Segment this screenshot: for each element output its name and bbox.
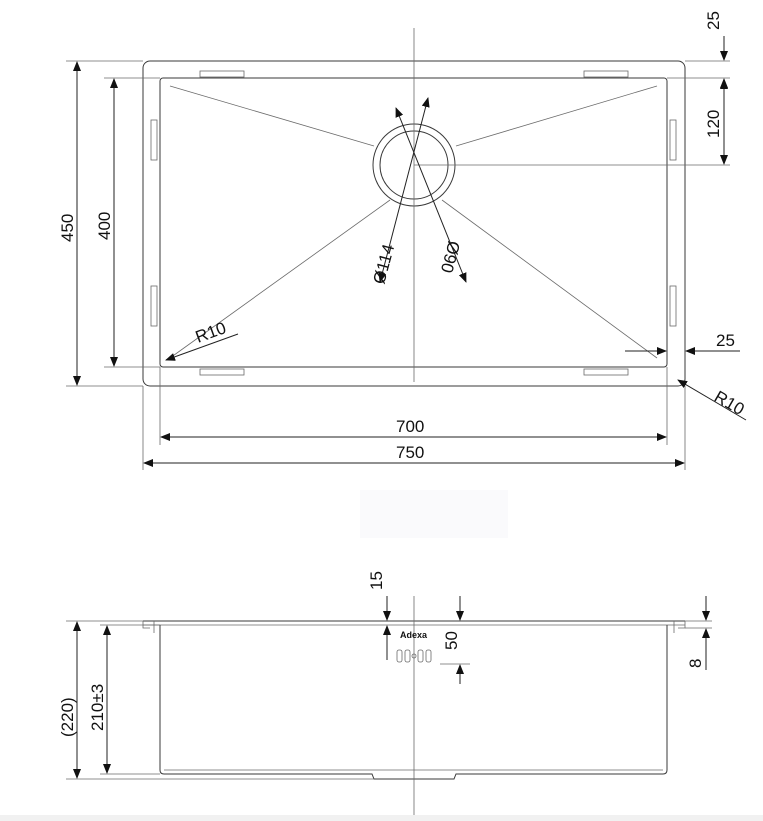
side-bowl-outline (159, 625, 668, 780)
dim-450-label: 450 (58, 214, 77, 242)
inner-bowl-outline (159, 77, 668, 368)
top-view: Ø114 Ø90 450 400 25 120 R10 25 R10 (58, 11, 748, 470)
dim-8-label: 8 (686, 659, 705, 668)
dim-700-label: 700 (396, 417, 424, 436)
dim-220-label: (220) (58, 697, 77, 737)
r10-outer-leader (677, 379, 747, 421)
dim-25-top-label: 25 (704, 11, 723, 30)
dia90-label: Ø90 (437, 239, 464, 275)
blank-panel (360, 490, 508, 538)
slope-lines (169, 85, 658, 359)
dim-50-label: 50 (442, 631, 461, 650)
r10-inner-label: R10 (193, 318, 229, 347)
brand-logo-text: Adexa (400, 630, 428, 640)
dim-400-label: 400 (95, 212, 114, 240)
dim-25-side-label: 25 (716, 331, 735, 350)
dia90-leader (395, 107, 467, 283)
dim-120-label: 120 (704, 110, 723, 138)
dim-750-label: 750 (396, 443, 424, 462)
dim-15-label: 15 (367, 571, 386, 590)
side-view: Adexa 15 50 8 (220) 210±3 (58, 571, 712, 815)
dim-210-label: 210±3 (88, 684, 107, 731)
dia114-label: Ø114 (370, 242, 399, 286)
overflow-slots (396, 649, 432, 663)
bottom-strip (0, 815, 763, 821)
r10-outer-label: R10 (711, 387, 748, 419)
r10-inner-leader (165, 333, 239, 361)
mounting-clips (150, 70, 677, 376)
